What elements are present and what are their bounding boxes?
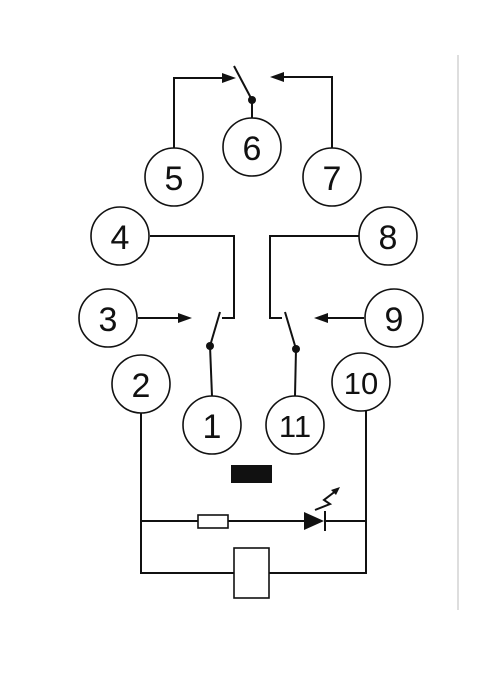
- wire-5: [173, 77, 222, 148]
- wire-11: [294, 348, 297, 397]
- terminal-circle: [265, 395, 325, 455]
- arrow-3: [178, 313, 192, 323]
- switch-group-top: [173, 65, 333, 148]
- resistor: [197, 514, 229, 529]
- switch-group-right: [269, 235, 364, 397]
- terminal-circle: [331, 352, 391, 412]
- terminal-7: 7: [302, 147, 362, 207]
- switch-blade-left: [209, 311, 221, 347]
- terminal-label: 1: [203, 408, 222, 446]
- terminal-6: 6: [222, 117, 282, 177]
- switch-blade-right: [284, 311, 297, 350]
- terminal-label: 7: [323, 160, 342, 198]
- switch-group-left: [138, 235, 235, 397]
- terminal-circle: [78, 288, 138, 348]
- arrow-5: [222, 73, 236, 83]
- wire-2: [140, 413, 234, 574]
- terminal-circle: [90, 206, 150, 266]
- terminal-4: 4: [90, 206, 150, 266]
- terminal-1: 1: [182, 395, 242, 455]
- terminal-label: 9: [385, 301, 404, 339]
- terminal-circle: [302, 147, 362, 207]
- terminal-circle: [222, 117, 282, 177]
- terminal-label: 5: [165, 160, 184, 198]
- terminal-3: 3: [78, 288, 138, 348]
- terminal-2: 2: [111, 354, 171, 414]
- terminal-label: 4: [111, 219, 130, 257]
- terminal-circle: [364, 288, 424, 348]
- led-light-arrow: [314, 489, 338, 511]
- terminal-circle: [144, 147, 204, 207]
- led-diode: [304, 512, 324, 530]
- terminal-9: 9: [364, 288, 424, 348]
- led-light-arrowhead: [331, 487, 340, 495]
- wire-8: [269, 235, 359, 319]
- terminal-10: 10: [331, 352, 391, 412]
- switch-blade-top: [233, 65, 253, 101]
- terminal-label: 6: [243, 130, 262, 168]
- terminal-8: 8: [358, 206, 418, 266]
- relay-coil: [233, 547, 270, 599]
- terminal-label: 8: [379, 219, 398, 257]
- terminal-11: 11: [265, 395, 325, 455]
- arrow-7: [270, 72, 284, 82]
- terminal-5: 5: [144, 147, 204, 207]
- coil-circuit: [140, 411, 367, 599]
- terminal-label: 2: [132, 367, 151, 405]
- terminal-label: 10: [344, 366, 378, 401]
- terminal-circle: [182, 395, 242, 455]
- terminal-label: 3: [99, 301, 118, 339]
- arrow-9: [314, 313, 328, 323]
- wire-1: [209, 345, 213, 397]
- separator-block: [231, 465, 272, 483]
- terminal-circle: [111, 354, 171, 414]
- wire-4: [150, 235, 235, 319]
- terminal-label: 11: [279, 409, 311, 444]
- terminal-circle: [358, 206, 418, 266]
- wire-10: [269, 411, 367, 574]
- wire-7: [284, 76, 333, 148]
